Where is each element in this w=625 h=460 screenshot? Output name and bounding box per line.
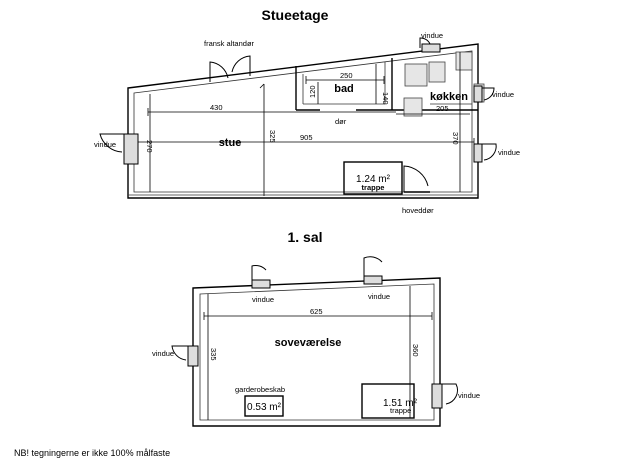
dim-205: 205 xyxy=(436,104,449,113)
entrance-door-icon xyxy=(403,165,430,193)
right-window-1-icon xyxy=(473,85,495,103)
first-left-window-icon xyxy=(171,345,199,367)
label-first-vindue-top2: vindue xyxy=(368,292,390,301)
first-top-window-2-icon xyxy=(363,256,383,285)
dim-250: 250 xyxy=(340,71,353,80)
label-vindue-right2: vindue xyxy=(498,148,520,157)
first-top-window-1-icon xyxy=(251,265,271,289)
footnote: NB! tegningerne er ikke 100% målfaste xyxy=(14,448,170,458)
first-stair-label: trappe xyxy=(390,406,411,415)
first-stair-area: 1.51 m² xyxy=(383,398,418,409)
label-vindue-right1: vindue xyxy=(492,90,514,99)
washer-icon xyxy=(403,97,423,117)
bathroom-walls xyxy=(295,58,393,111)
french-door-icon xyxy=(209,55,251,82)
label-hoveddor: hoveddør xyxy=(402,206,434,215)
right-window-2-icon xyxy=(473,143,497,163)
top-window-icon xyxy=(419,37,441,53)
dim-325: 325 xyxy=(268,130,277,143)
first-dimension-lines xyxy=(203,286,433,420)
label-fransk-altandor: fransk altandør xyxy=(204,39,255,48)
label-vindue-left: vindue xyxy=(94,140,116,149)
ground-dimension-lines xyxy=(137,52,475,196)
label-first-vindue-right: vindue xyxy=(458,391,480,400)
label-first-vindue-top1: vindue xyxy=(252,295,274,304)
stove-icon xyxy=(404,63,428,87)
dim-370: 370 xyxy=(451,132,460,145)
room-stue: stue xyxy=(219,137,242,149)
first-floor-outer-walls xyxy=(192,277,441,427)
room-bad: bad xyxy=(334,83,354,95)
label-first-vindue-left: vindue xyxy=(152,349,174,358)
first-staircase xyxy=(361,383,415,419)
fridge-icon xyxy=(428,61,446,83)
wardrobe-area: 0.53 m² xyxy=(247,402,282,413)
first-floor-title: 1. sal xyxy=(287,229,322,245)
room-sovevaerelse: soveværelse xyxy=(275,337,342,349)
ground-stair-area: 1.24 m² xyxy=(356,174,391,185)
ground-floor-title: Stueetage xyxy=(262,7,329,23)
dim-625: 625 xyxy=(310,307,323,316)
room-kokken: køkken xyxy=(430,91,468,103)
dim-430: 430 xyxy=(210,103,223,112)
left-window-icon xyxy=(99,133,139,165)
dim-120: 120 xyxy=(308,85,317,98)
dim-140: 140 xyxy=(381,92,390,105)
label-vindue-top: vindue xyxy=(421,31,443,40)
dim-360: 360 xyxy=(411,344,420,357)
dim-905: 905 xyxy=(300,133,313,142)
first-right-window-icon xyxy=(431,383,458,409)
label-dor: dør xyxy=(335,117,347,126)
dim-335: 335 xyxy=(209,348,218,361)
label-garderobeskab: garderobeskab xyxy=(235,385,285,394)
dim-270: 270 xyxy=(145,140,154,153)
ground-staircase xyxy=(343,161,403,195)
ground-stair-label: trappe xyxy=(362,183,385,192)
wardrobe-box xyxy=(244,395,284,417)
sink-icon xyxy=(455,51,473,71)
